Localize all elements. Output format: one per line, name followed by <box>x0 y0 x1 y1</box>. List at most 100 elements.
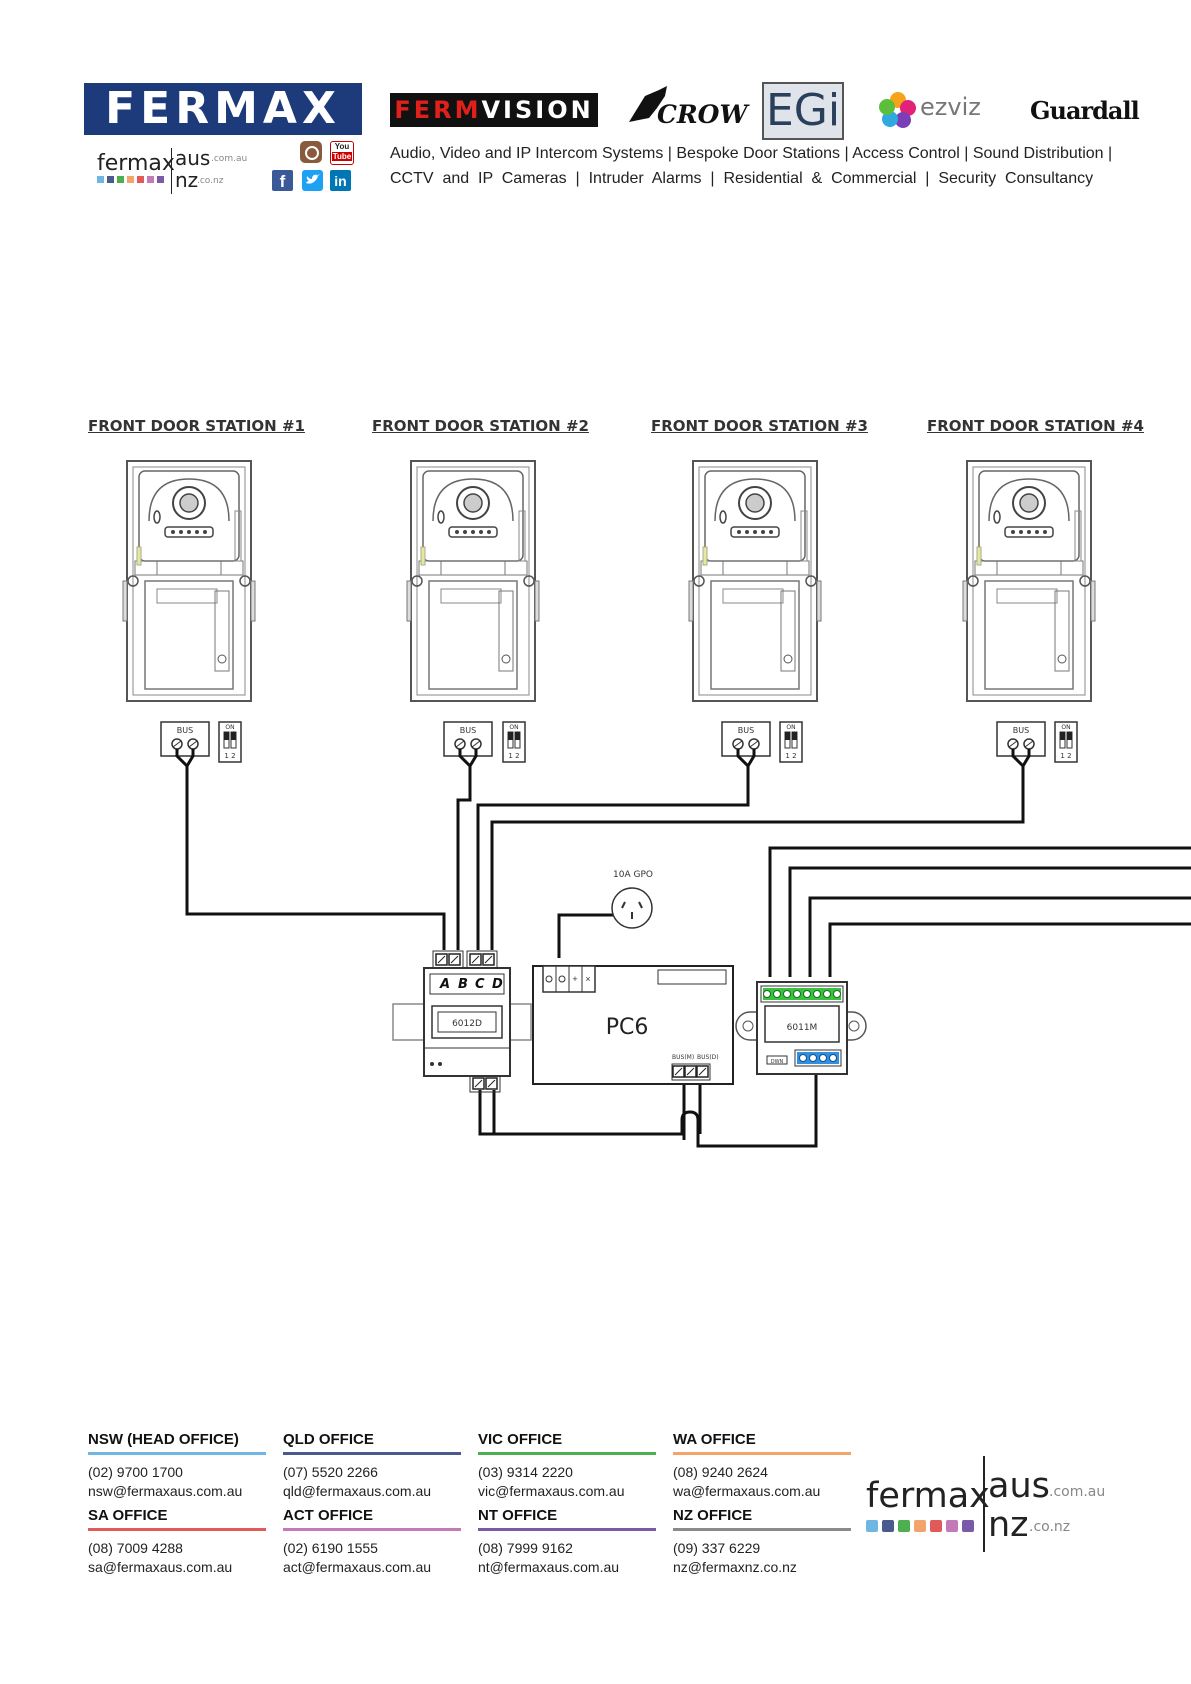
ezviz-flower-icon <box>878 90 918 130</box>
office-color-bar <box>283 1528 461 1531</box>
selector-input-c: C <box>475 977 485 992</box>
office-phone[interactable]: (02) 6190 1555 <box>283 1540 378 1556</box>
dip-label-4: ON <box>1061 724 1070 731</box>
office-email[interactable]: qld@fermaxaus.com.au <box>283 1483 432 1499</box>
dip-label-2: ON <box>509 724 518 731</box>
crow-logo: CROW <box>627 82 748 137</box>
dip-label-1: ON <box>225 724 234 731</box>
distributor-terminal <box>823 990 831 998</box>
office-color-bar <box>88 1528 266 1531</box>
dip-nums-1: 1 2 <box>224 752 235 760</box>
distributor-small-label: DWN <box>771 1059 784 1065</box>
office-name: VIC OFFICE <box>478 1431 563 1448</box>
office-phone[interactable]: (02) 9700 1700 <box>88 1464 183 1480</box>
bus-d-label: BUS(D) <box>697 1054 719 1061</box>
linkedin-icon[interactable]: in <box>330 170 351 191</box>
footer-brand-aus: aus <box>988 1466 1050 1506</box>
selector-input-d: D <box>492 977 503 992</box>
office-color-bar <box>673 1528 851 1531</box>
crow-bird-icon <box>629 86 667 122</box>
office-email[interactable]: nt@fermaxaus.com.au <box>478 1559 620 1575</box>
instagram-icon[interactable] <box>300 141 322 163</box>
door-station-panel-2 <box>406 460 540 702</box>
office-phone[interactable]: (08) 7999 9162 <box>478 1540 573 1556</box>
brand-com-au-text: .com.au <box>211 154 248 164</box>
twitter-icon[interactable] <box>302 170 323 191</box>
office-wa: WA OFFICE (08) 9240 2624 wa@fermaxaus.co… <box>673 1431 851 1501</box>
power-supply-unit: + × <box>532 965 734 1085</box>
distributor-blue-terminal <box>799 1054 807 1062</box>
office-color-bar <box>88 1452 266 1455</box>
door-station-panel-1 <box>122 460 256 702</box>
guardall-logo: Guardall <box>1030 96 1140 125</box>
bus-label-3: BUS <box>738 726 754 735</box>
office-color-bar <box>478 1452 656 1455</box>
office-email[interactable]: nz@fermaxnz.co.nz <box>673 1559 797 1575</box>
office-name: NZ OFFICE <box>673 1507 753 1524</box>
office-act: ACT OFFICE (02) 6190 1555 act@fermaxaus.… <box>283 1507 461 1577</box>
fermvision-logo-part2: VISION <box>481 96 594 124</box>
office-email[interactable]: act@fermaxaus.com.au <box>283 1559 432 1575</box>
office-phone[interactable]: (07) 5520 2266 <box>283 1464 378 1480</box>
office-email[interactable]: nsw@fermaxaus.com.au <box>88 1483 243 1499</box>
power-supply-model: PC6 <box>606 1015 649 1040</box>
svg-text:×: × <box>585 974 590 984</box>
station-title-4: FRONT DOOR STATION #4 <box>927 417 1144 435</box>
gpo-label: 10A GPO <box>613 870 653 880</box>
bus-label-1: BUS <box>177 726 193 735</box>
door-station-panel-3 <box>688 460 822 702</box>
station-title-3: FRONT DOOR STATION #3 <box>651 417 868 435</box>
dip-nums-4: 1 2 <box>1060 752 1071 760</box>
office-color-bar <box>283 1452 461 1455</box>
footer-brand-fermax: fermax <box>866 1476 990 1516</box>
office-phone[interactable]: (03) 9314 2220 <box>478 1464 573 1480</box>
footer-brand-color-dots <box>866 1520 974 1532</box>
bus-label-4: BUS <box>1013 726 1029 735</box>
office-nt: NT OFFICE (08) 7999 9162 nt@fermaxaus.co… <box>478 1507 656 1577</box>
distributor-terminal <box>783 990 791 998</box>
office-phone[interactable]: (08) 7009 4288 <box>88 1540 183 1556</box>
office-qld: QLD OFFICE (07) 5520 2266 qld@fermaxaus.… <box>283 1431 461 1501</box>
fermvision-logo: FERMVISION <box>390 93 598 127</box>
fermvision-logo-part1: FERM <box>394 96 482 124</box>
office-vic: VIC OFFICE (03) 9314 2220 vic@fermaxaus.… <box>478 1431 656 1501</box>
distributor-blue-terminal <box>829 1054 837 1062</box>
distributor-blue-terminal <box>819 1054 827 1062</box>
office-phone[interactable]: (08) 9240 2624 <box>673 1464 768 1480</box>
office-nz: NZ OFFICE (09) 337 6229 nz@fermaxnz.co.n… <box>673 1507 851 1577</box>
office-sa: SA OFFICE (08) 7009 4288 sa@fermaxaus.co… <box>88 1507 266 1577</box>
brand-fermax-text: fermax <box>97 151 175 176</box>
office-name: NT OFFICE <box>478 1507 558 1524</box>
office-name: QLD OFFICE <box>283 1431 374 1448</box>
office-name: ACT OFFICE <box>283 1507 373 1524</box>
bus-m-label: BUS(M) <box>672 1054 694 1061</box>
distributor-terminal <box>813 990 821 998</box>
footer-brand-mark: fermax aus .com.au nz .co.nz <box>866 1456 1106 1552</box>
office-email[interactable]: sa@fermaxaus.com.au <box>88 1559 233 1575</box>
distributor-terminal <box>773 990 781 998</box>
door-station-panel-4 <box>962 460 1096 702</box>
office-name: WA OFFICE <box>673 1431 756 1448</box>
distributor-terminal <box>833 990 841 998</box>
distributor-terminal <box>793 990 801 998</box>
distributor-blue-terminal <box>809 1054 817 1062</box>
facebook-icon[interactable]: f <box>272 170 293 191</box>
brand-aus-text: aus <box>175 146 211 170</box>
office-email[interactable]: wa@fermaxaus.com.au <box>673 1483 821 1499</box>
distributor-blue-terminals <box>799 1054 837 1062</box>
office-phone[interactable]: (09) 337 6229 <box>673 1540 761 1556</box>
brand-nz-text: nz <box>175 168 199 192</box>
brand-co-nz-text: .co.nz <box>197 176 224 186</box>
selector-input-a: A <box>439 977 450 992</box>
office-color-bar <box>673 1452 851 1455</box>
selector-input-b: B <box>458 977 468 992</box>
crow-logo-text: CROW <box>657 100 748 129</box>
brand-color-dots <box>97 176 164 183</box>
svg-text:+: + <box>572 974 577 984</box>
distributor-terminals <box>763 990 841 998</box>
gpo-outlet <box>611 887 653 929</box>
distributor-terminal <box>803 990 811 998</box>
office-email[interactable]: vic@fermaxaus.com.au <box>478 1483 625 1499</box>
